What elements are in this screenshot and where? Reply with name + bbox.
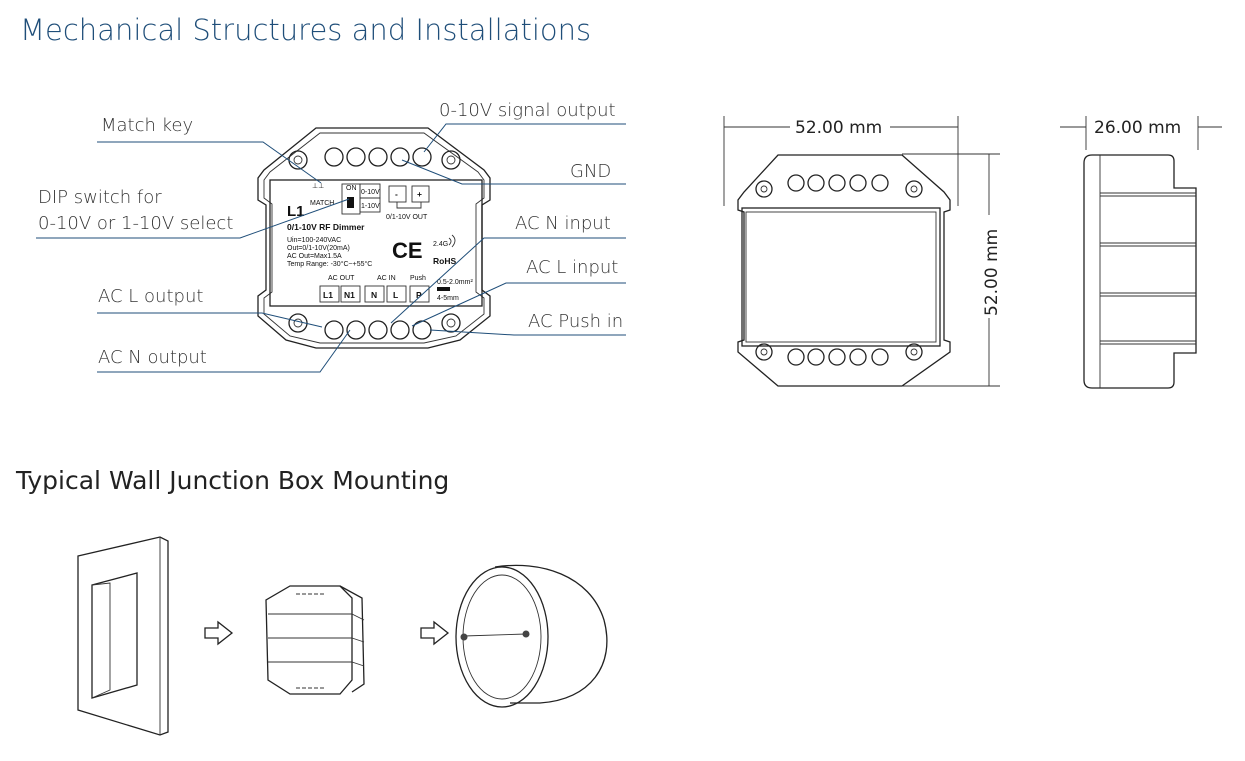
rohs-mark: RoHS (433, 256, 456, 266)
arrow-right-icon (420, 620, 450, 646)
svg-text:ON: ON (346, 185, 357, 192)
section-title-mechanical: Mechanical Structures and Installations (20, 13, 591, 47)
svg-text:AC Out=Max1.5A: AC Out=Max1.5A (287, 253, 342, 260)
svg-text:AC IN: AC IN (377, 275, 396, 282)
svg-text:-: - (395, 189, 398, 199)
svg-text:P: P (416, 290, 422, 300)
svg-text:4-5mm: 4-5mm (437, 295, 459, 302)
junction-box-illustration (455, 564, 608, 708)
depth-dimension (1060, 116, 1222, 150)
svg-text:L: L (393, 290, 398, 300)
callout-match-key: Match key (101, 115, 193, 136)
front-view-module: ⊥⊥ MATCH ON 0-10V 1-10V - + 0/1-10V OUT … (257, 127, 491, 349)
callout-signal-output: 0-10V signal output (439, 100, 616, 121)
ce-mark: CE (392, 238, 423, 263)
callout-ac-push-in: AC Push in (528, 311, 623, 332)
svg-text:+: + (417, 189, 422, 199)
section-title-mounting: Typical Wall Junction Box Mounting (15, 466, 449, 495)
front-height-label: 52.00 mm (982, 229, 1002, 316)
svg-text:Out=0/1-10V(20mA): Out=0/1-10V(20mA) (287, 245, 350, 252)
svg-text:L1: L1 (323, 290, 333, 300)
callout-dip-switch-2: 0-10V or 1-10V select (38, 213, 233, 234)
callout-gnd: GND (570, 161, 611, 182)
arrow-right-icon (204, 620, 234, 646)
plate-model: L1 (287, 203, 305, 220)
callout-leaders (36, 123, 626, 373)
plate-signal-out: 0/1-10V OUT (386, 214, 428, 221)
svg-text:2.4G: 2.4G (433, 241, 448, 248)
width-dimension (723, 116, 959, 206)
bottom-terminal-screws (324, 320, 432, 340)
callout-ac-n-input: AC N input (515, 213, 611, 234)
svg-text:0-10V: 0-10V (361, 189, 380, 196)
svg-text:Uin=100-240VAC: Uin=100-240VAC (287, 237, 341, 244)
svg-text:N: N (371, 290, 377, 300)
svg-text:Temp Range: -30°C~+55°C: Temp Range: -30°C~+55°C (287, 260, 372, 268)
wall-switch-illustration (77, 536, 169, 736)
match-key-mark: ⊥⊥ (312, 183, 324, 190)
module-3d-illustration (265, 585, 365, 695)
callout-ac-n-output: AC N output (98, 347, 207, 368)
height-dimension (902, 153, 1000, 387)
svg-text:Push: Push (410, 275, 426, 282)
side-depth-label: 26.00 mm (1094, 118, 1181, 138)
callout-ac-l-input: AC L input (526, 257, 618, 278)
front-outline-drawing (737, 154, 951, 387)
callout-dip-switch-1: DIP switch for (38, 187, 162, 208)
svg-text:0.5-2.0mm²: 0.5-2.0mm² (437, 279, 473, 286)
plate-product: 0/1-10V RF Dimmer (287, 222, 365, 232)
side-outline-drawing (1083, 154, 1197, 389)
terminal-labels: L1 N1 N L P (319, 285, 430, 303)
plate-match: MATCH (310, 200, 334, 207)
svg-text:AC OUT: AC OUT (328, 275, 355, 282)
svg-text:1-10V: 1-10V (361, 203, 380, 210)
top-terminal-screws (324, 147, 432, 167)
svg-text:N1: N1 (344, 290, 355, 300)
front-width-label: 52.00 mm (795, 118, 882, 138)
callout-ac-l-output: AC L output (98, 286, 203, 307)
